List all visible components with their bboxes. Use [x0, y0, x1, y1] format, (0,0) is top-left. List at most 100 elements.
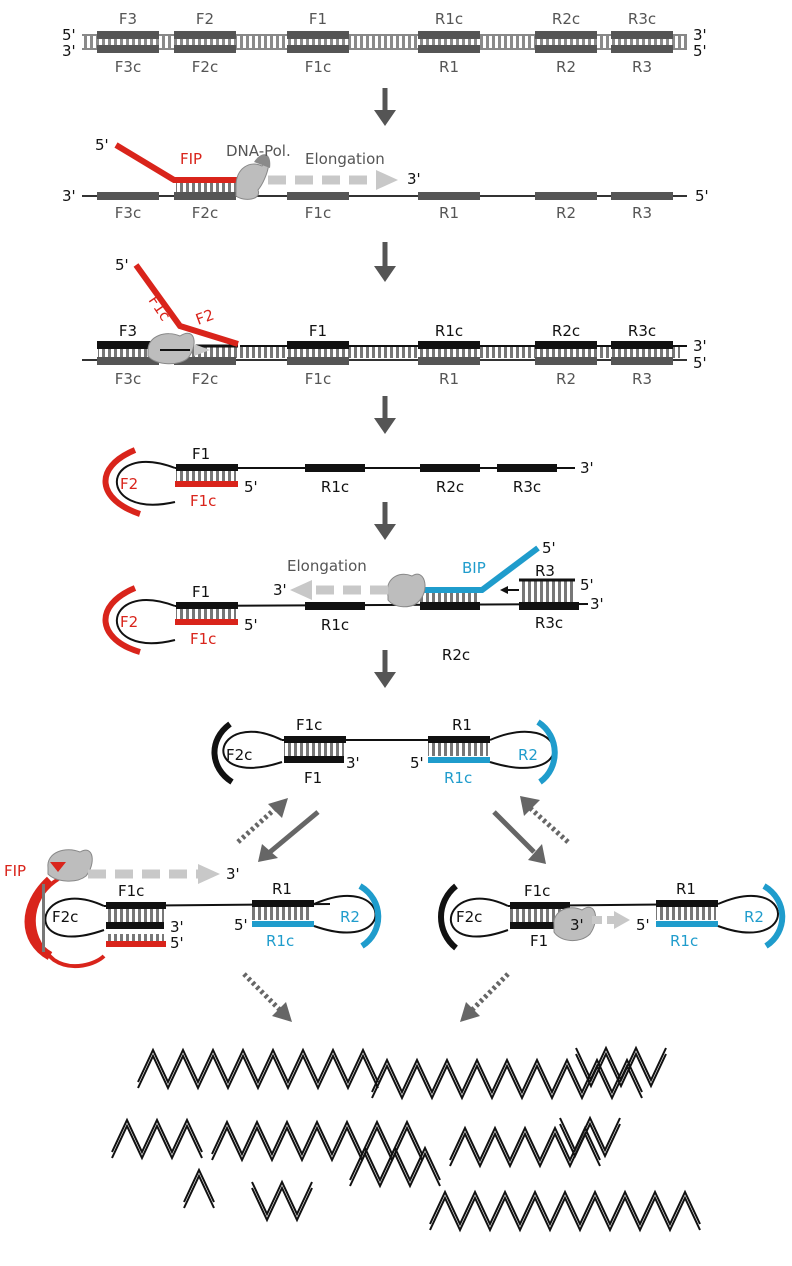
s3-label-r2: R2 [556, 370, 576, 388]
s1-left-end-bottom: 3' [62, 42, 76, 60]
concatemer-4 [211, 1119, 423, 1157]
s3-five-prime: 5' [115, 256, 129, 274]
concatemer-1 [371, 1057, 643, 1095]
s1-label-r2: R2 [556, 58, 576, 76]
s4-stem-top: F1 [192, 445, 210, 463]
stage1-dsdna: 5' 3' 3' 5' F3 F2 F1 R1c R2c R3c F3c F2c… [62, 10, 707, 76]
s3-right-end-bottom: 5' [693, 354, 707, 372]
s4-label-r2c: R2c [436, 478, 464, 496]
s5-stem-bottom: F1c [190, 630, 216, 648]
s1-top-region-2 [287, 31, 349, 39]
s2-label-f3c: F3c [115, 204, 141, 222]
s4-stem-end: 5' [244, 478, 258, 496]
s3-label-f1c: F1c [305, 370, 331, 388]
concatemer-8 [183, 1173, 215, 1209]
s1-label-f1c: F1c [305, 58, 331, 76]
s3-label-r1c: R1c [435, 322, 463, 340]
stage5-bip-binding: F2 F1 F1c 5' Elongation 3' BIP 5' R3 5' … [102, 539, 604, 664]
s1-bottom-region-4 [535, 45, 597, 53]
concatemer-3 [111, 1117, 203, 1155]
s6-right-loop: R2 [518, 746, 538, 764]
s1-right-end-bottom: 5' [693, 42, 707, 60]
concatemer-3 [111, 1123, 203, 1161]
concatemer-10 [429, 1195, 701, 1233]
step-arrow-4 [374, 502, 396, 540]
s2-fip-primer [114, 142, 242, 183]
s1-top-region-1 [174, 31, 236, 39]
s5-right-end: 3' [590, 595, 604, 613]
concatemer-4 [211, 1125, 423, 1163]
step-arrow-1 [374, 88, 396, 126]
s7l-r1c-label: R1c [266, 932, 294, 950]
s3-label-r3: R3 [632, 370, 652, 388]
s1-label-f1: F1 [309, 10, 327, 28]
s6-stem-bottom-right: R1c [444, 769, 472, 787]
s1-label-f3c: F3c [115, 58, 141, 76]
s7r-r1c-label: R1c [670, 932, 698, 950]
s3-f1c-label: F1c [145, 292, 175, 324]
stage2-fip-binding: 5' FIP DNA-Pol. Elongation 3' 3' 5' F3c … [62, 136, 709, 222]
concatemer-7 [449, 1125, 601, 1163]
concatemer-9 [251, 1179, 313, 1217]
s3-label-f2c: F2c [192, 370, 218, 388]
s6-stem-top-right: R1 [452, 716, 472, 734]
s1-bottom-region-1 [174, 45, 236, 53]
s5-three-prime: 3' [273, 581, 287, 599]
s7l-r1-label: R1 [272, 880, 292, 898]
s1-label-f2c: F2c [192, 58, 218, 76]
s2-label-r2: R2 [556, 204, 576, 222]
s6-stem-top-left: F1c [296, 716, 322, 734]
s3-f2-label: F2 [193, 306, 216, 329]
s7l-end-5: 5' [170, 934, 184, 952]
concatemer-8 [183, 1167, 215, 1203]
s7l-loop-label: F2c [52, 908, 78, 926]
s5-stem-end: 5' [244, 616, 258, 634]
s3-label-f1: F1 [309, 322, 327, 340]
s5-below-label: R2c [442, 646, 470, 664]
stage4-loop: F2 F1 F1c 5' R1c R2c R3c 3' [102, 445, 594, 517]
s7r-polymerase [553, 907, 597, 941]
s1-label-r2c: R2c [552, 10, 580, 28]
s5-label-r3c: R3c [535, 614, 563, 632]
s5-bip-primer [420, 545, 540, 593]
s1-top-region-3 [418, 31, 480, 39]
s6-five-prime: 5' [410, 754, 424, 772]
s2-label-r3: R3 [632, 204, 652, 222]
s6-left-loop: F2c [226, 746, 252, 764]
s7r-stem-top: F1c [524, 882, 550, 900]
s2-five-prime: 5' [95, 136, 109, 154]
s5-five-prime-bip: 5' [542, 539, 556, 557]
s1-bottom-region-0 [97, 45, 159, 53]
s6-three-prime: 3' [346, 754, 360, 772]
concatemer-6 [349, 1151, 441, 1189]
step-arrow-3 [374, 396, 396, 434]
cycle-arrows [236, 796, 570, 864]
stage7-left: FIP 3' F2c F1c 3' 5' 5' R1 R1c R2 [4, 849, 382, 969]
s4-loop-label: F2 [120, 475, 138, 493]
s3-label-r1: R1 [439, 370, 459, 388]
s2-left-end: 3' [62, 187, 76, 205]
s7r-r1-label: R1 [676, 880, 696, 898]
s7l-polymerase [47, 849, 93, 882]
concatemer-7 [449, 1131, 601, 1169]
concatemer-5 [559, 1115, 621, 1153]
s4-label-r1c: R1c [321, 478, 349, 496]
s7r-right-loop: R2 [744, 908, 764, 926]
step-arrow-5 [374, 650, 396, 688]
s1-right-end-top: 3' [693, 26, 707, 44]
s5-polymerase [386, 573, 426, 608]
s1-left-end-top: 5' [62, 26, 76, 44]
s5-loop-label: F2 [120, 613, 138, 631]
s5-label-r1c: R1c [321, 616, 349, 634]
s1-label-r1c: R1c [435, 10, 463, 28]
concatemer-6 [349, 1145, 441, 1183]
s1-label-f3: F3 [119, 10, 137, 28]
product-arrows [242, 972, 510, 1022]
s3-label-f3: F3 [119, 322, 137, 340]
concatemer-5 [559, 1121, 621, 1159]
s3-displaced-fip [133, 263, 239, 347]
s1-bottom-region-3 [418, 45, 480, 53]
s4-right-end: 3' [580, 459, 594, 477]
s2-label-f1c: F1c [305, 204, 331, 222]
